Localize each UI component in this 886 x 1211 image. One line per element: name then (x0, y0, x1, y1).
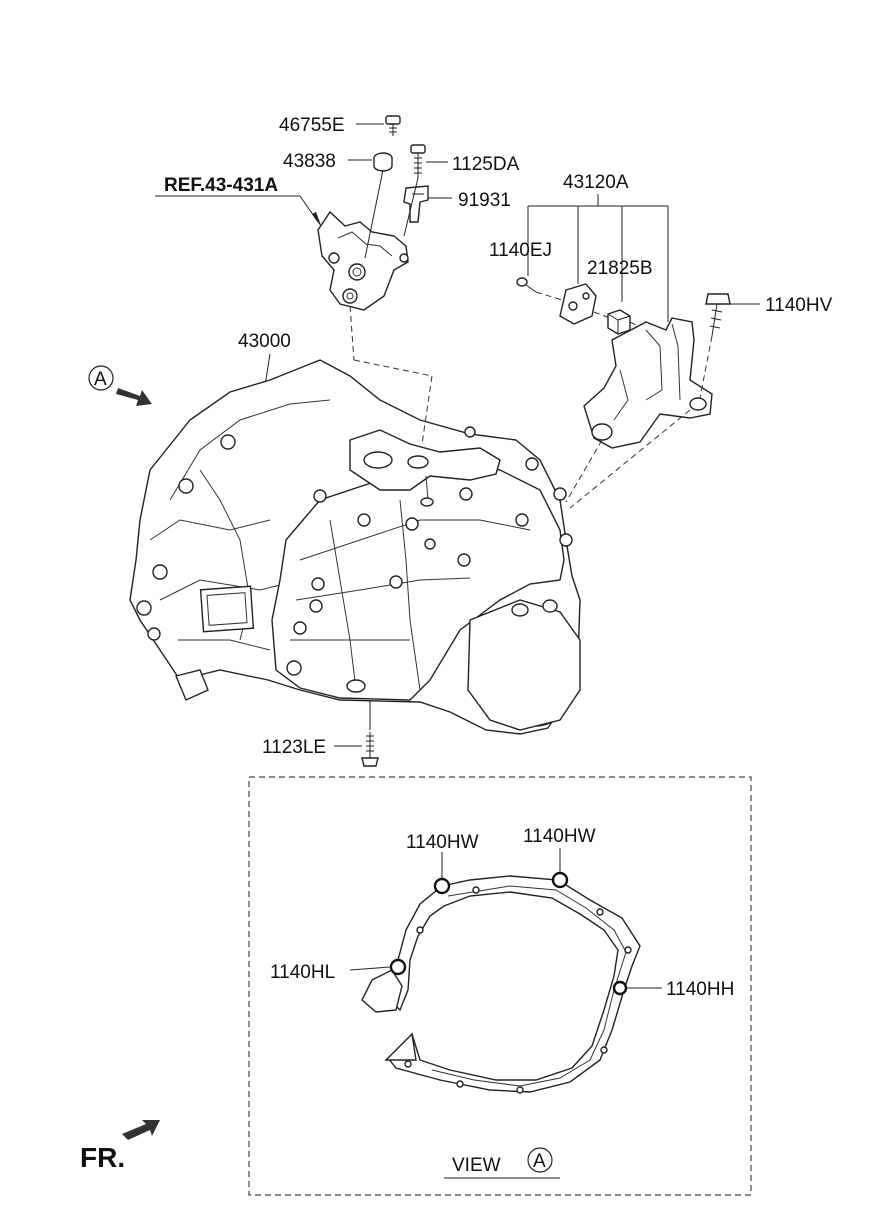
label-1140hw-2: 1140HW (523, 826, 596, 847)
direction-arrow-icon (116, 388, 152, 406)
fastener-1140hw-1 (433, 877, 451, 895)
label-43838: 43838 (283, 151, 336, 172)
label-1123le: 1123LE (262, 737, 326, 758)
shift-bracket (317, 210, 409, 311)
label-1140hl: 1140HL (270, 962, 335, 983)
view-a-marker: A (88, 365, 152, 406)
view-a-caption: VIEW A (444, 1147, 560, 1179)
label-1140hh: 1140HH (666, 979, 734, 1000)
fastener-1140hh (612, 980, 628, 996)
fastener-1140hl (389, 958, 407, 976)
bolt-1140hv (705, 293, 731, 337)
fastener-1140hw-2 (551, 871, 569, 889)
transmission-43000 (129, 359, 581, 735)
mounting-bracket (583, 317, 713, 449)
bolt-1140ej (516, 277, 537, 293)
front-indicator: FR. (80, 1120, 160, 1173)
svg-text:A: A (94, 369, 107, 390)
label-1140hw-1: 1140HW (406, 832, 479, 853)
bushing-43838 (373, 152, 393, 172)
label-1125da: 1125DA (452, 154, 520, 175)
damper-21825b (607, 309, 631, 335)
bolt-46755e (385, 115, 401, 136)
clip-91931 (403, 185, 429, 223)
label-21825b: 21825B (587, 258, 653, 279)
label-46755e: 46755E (279, 115, 345, 136)
arrowhead-icon (312, 212, 322, 228)
label-1140hv: 1140HV (765, 295, 833, 316)
front-arrow-icon (122, 1120, 160, 1140)
gasket-view-a (361, 871, 641, 1094)
label-43120a: 43120A (563, 172, 629, 193)
svg-text:A: A (533, 1151, 546, 1172)
label-43000: 43000 (238, 331, 291, 352)
label-1140ej: 1140EJ (489, 240, 552, 261)
label-91931: 91931 (458, 190, 511, 211)
view-a-frame (248, 776, 752, 1196)
svg-text:FR.: FR. (80, 1142, 125, 1173)
svg-text:VIEW: VIEW (452, 1155, 501, 1176)
stopper-plate (559, 283, 597, 325)
bolt-1125da (410, 144, 426, 178)
ref-label-43-431a[interactable]: REF.43-431A (164, 175, 278, 196)
bolt-1123le (361, 732, 379, 767)
